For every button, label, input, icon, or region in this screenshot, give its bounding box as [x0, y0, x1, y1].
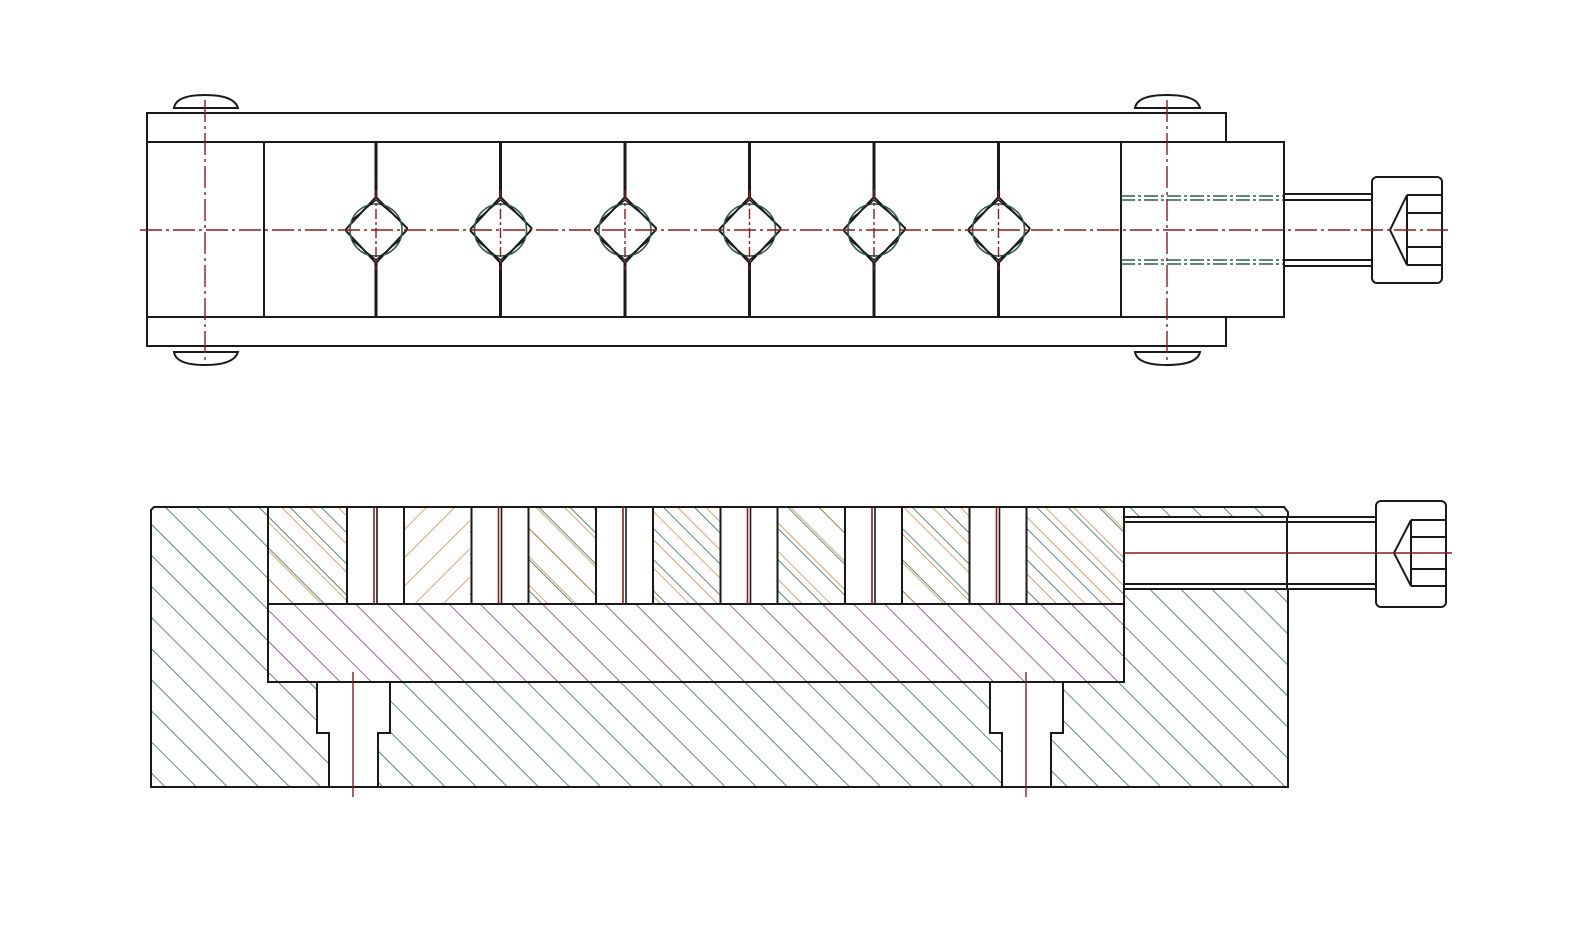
jaw-slot — [844, 506, 903, 605]
diamond-hole — [594, 190, 658, 270]
diamond-hole — [469, 190, 533, 270]
bolt-head-icon — [172, 351, 240, 367]
bolt-heads — [172, 93, 1202, 367]
jaw-slot — [595, 506, 654, 605]
base-plate-hatch — [267, 603, 1125, 683]
jaw-reverse-sector-hatch — [404, 508, 470, 603]
bottom-plate — [146, 316, 1227, 347]
section-slots — [346, 506, 1028, 605]
jaw-slot — [968, 506, 1028, 605]
jaw-slot — [719, 506, 779, 605]
top-plate — [146, 112, 1227, 143]
bolt-head-icon — [172, 93, 240, 109]
jaw-slot — [346, 506, 405, 605]
section-view — [150, 500, 1452, 797]
hex-nut-icon — [1375, 500, 1447, 608]
jaw-slot — [470, 506, 530, 605]
top-view — [140, 93, 1448, 367]
